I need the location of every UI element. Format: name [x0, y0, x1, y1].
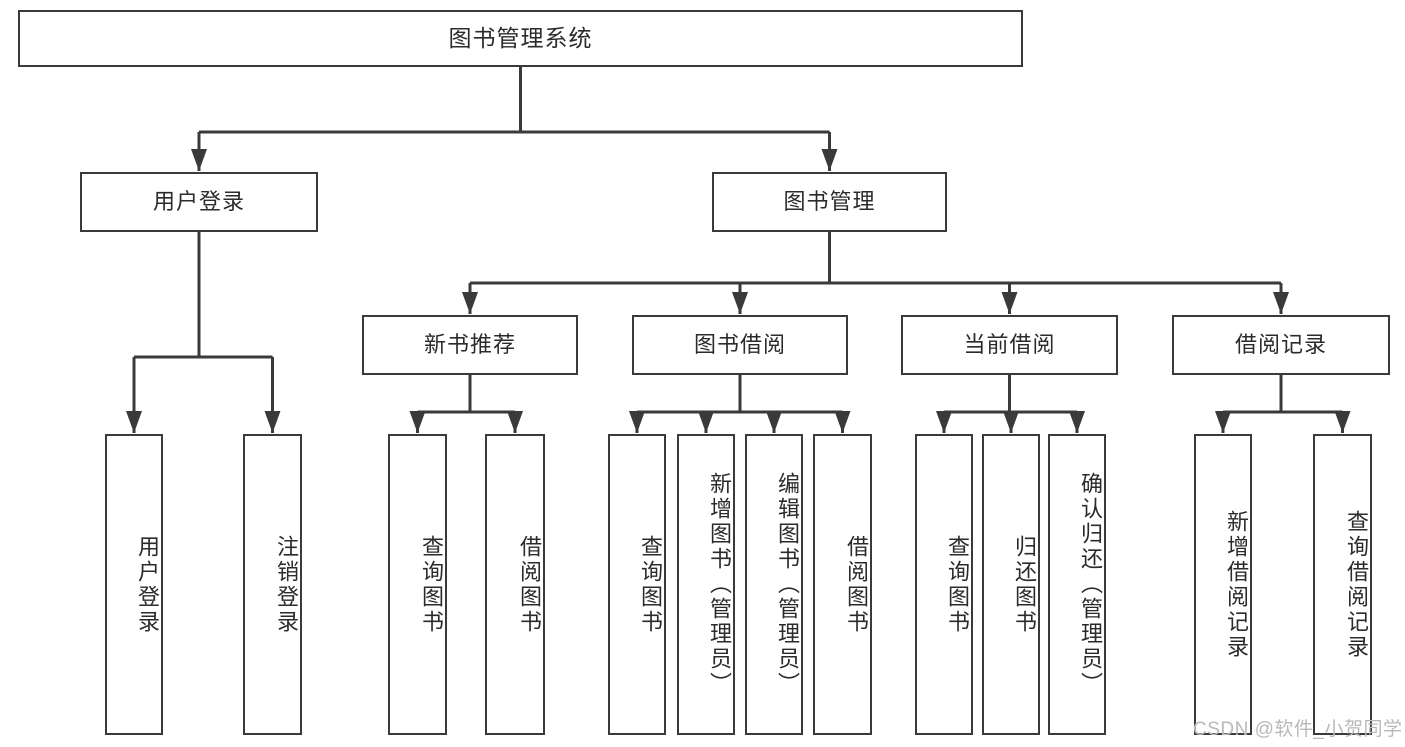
arrowhead-icon [507, 411, 523, 433]
node-label: 查询图书 [638, 534, 663, 635]
node-label: 借阅图书 [517, 534, 542, 635]
node-l1b[interactable]: 图书管理 [712, 172, 947, 232]
node-leaf_b2[interactable]: 借阅图书 [485, 434, 545, 735]
node-leaf_d1[interactable]: 查询图书 [915, 434, 973, 735]
arrowhead-icon [1069, 411, 1085, 433]
node-label: 用户登录 [152, 189, 245, 215]
arrowhead-icon [191, 149, 207, 171]
node-leaf_b1[interactable]: 查询图书 [388, 434, 447, 735]
node-l1a[interactable]: 用户登录 [80, 172, 318, 232]
node-leaf_d2[interactable]: 归还图书 [982, 434, 1040, 735]
arrowhead-icon [629, 411, 645, 433]
arrowhead-icon [1334, 411, 1351, 433]
node-label: 查询借阅记录 [1344, 509, 1369, 660]
node-label: 当前借阅 [963, 332, 1056, 358]
arrowhead-icon [1273, 292, 1289, 314]
arrowhead-icon [1215, 411, 1231, 433]
node-label: 借阅图书 [844, 534, 869, 635]
arrowhead-icon [821, 149, 838, 171]
node-label: 图书管理系统 [448, 25, 593, 52]
node-label: 归还图书 [1012, 534, 1037, 635]
node-leaf_c1[interactable]: 查询图书 [608, 434, 666, 735]
node-l2b[interactable]: 图书借阅 [632, 315, 848, 375]
node-label: 借阅记录 [1234, 332, 1327, 358]
arrowhead-icon [126, 411, 142, 433]
node-leaf_a1[interactable]: 用户登录 [105, 434, 163, 735]
arrowhead-icon [732, 292, 748, 314]
arrowhead-icon [698, 411, 714, 433]
node-leaf_c2[interactable]: 新增图书（管理员） [677, 434, 735, 735]
node-label: 新增图书（管理员） [707, 472, 732, 697]
arrowhead-icon [936, 411, 952, 433]
node-leaf_e1[interactable]: 新增借阅记录 [1194, 434, 1252, 735]
node-label: 新增借阅记录 [1224, 509, 1249, 660]
node-l2c[interactable]: 当前借阅 [901, 315, 1118, 375]
node-label: 编辑图书（管理员） [775, 472, 800, 697]
arrowhead-icon [1001, 292, 1018, 314]
node-l2a[interactable]: 新书推荐 [362, 315, 578, 375]
arrowhead-icon [834, 411, 851, 433]
node-label: 图书借阅 [693, 332, 786, 358]
node-leaf_e2[interactable]: 查询借阅记录 [1313, 434, 1372, 735]
node-root[interactable]: 图书管理系统 [18, 10, 1023, 67]
arrowhead-icon [409, 411, 426, 433]
arrowhead-icon [766, 411, 782, 433]
node-label: 查询图书 [419, 534, 444, 635]
node-label: 查询图书 [945, 534, 970, 635]
node-l2d[interactable]: 借阅记录 [1172, 315, 1390, 375]
node-label: 用户登录 [135, 534, 160, 635]
watermark: CSDN @软件_小贺同学 [1193, 719, 1403, 740]
node-label: 图书管理 [783, 189, 876, 215]
arrowhead-icon [1003, 411, 1019, 433]
node-label: 新书推荐 [423, 332, 516, 358]
arrowhead-icon [462, 292, 478, 314]
node-leaf_a2[interactable]: 注销登录 [243, 434, 302, 735]
node-leaf_d3[interactable]: 确认归还（管理员） [1048, 434, 1106, 735]
node-leaf_c4[interactable]: 借阅图书 [813, 434, 872, 735]
node-leaf_c3[interactable]: 编辑图书（管理员） [745, 434, 803, 735]
node-label: 注销登录 [274, 534, 299, 635]
node-label: 确认归还（管理员） [1078, 472, 1103, 697]
arrowhead-icon [264, 411, 281, 433]
